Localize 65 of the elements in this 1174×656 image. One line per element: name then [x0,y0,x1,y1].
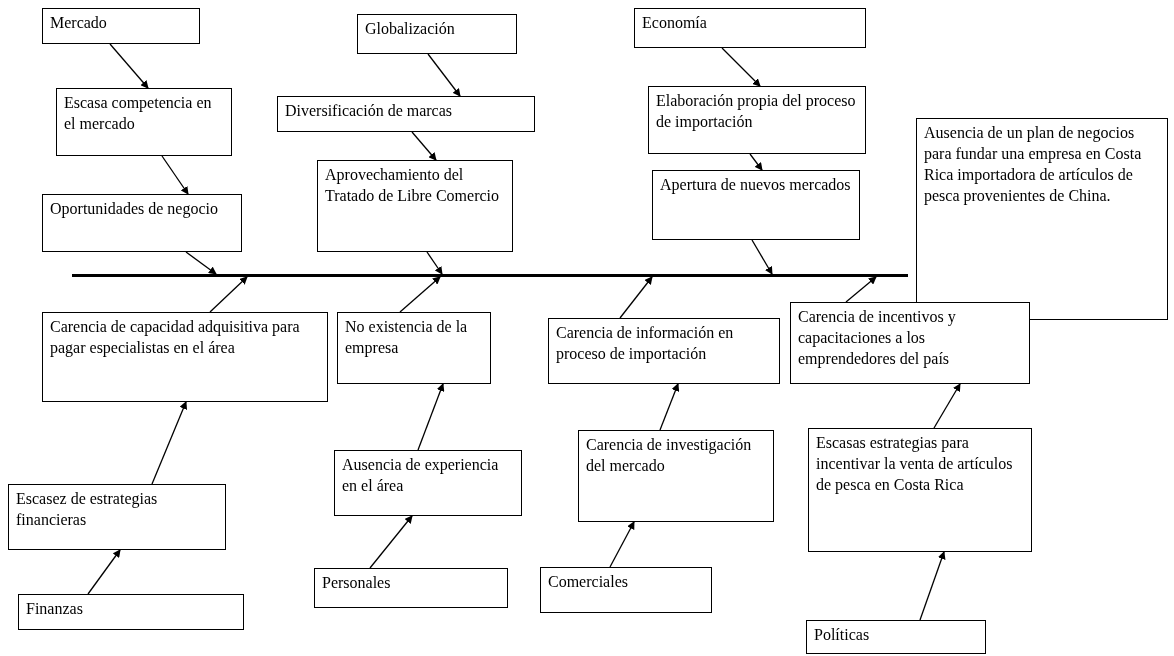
cause-box [634,8,866,48]
cause-box [578,430,774,522]
cause-box [337,312,491,384]
cause-box [42,8,200,44]
box-text: Carencia de información en proceso de importación [556,323,735,364]
cause-box [540,567,712,613]
cause-box [317,160,513,252]
arrow [919,551,946,621]
cause-box [790,302,1030,384]
box-text: Carencia de capacidad adquisitiva para pagar especialistas en el área [50,317,301,358]
box-text: Aprovechamiento del Tratado de Libre Comercio [325,165,501,206]
arrow [185,251,217,275]
box-text: Elaboración propia del proceso de importación [656,91,857,132]
box-text: Mercado [50,13,108,33]
arrow [609,521,635,568]
cause-box [56,88,232,156]
cause-box [357,14,517,54]
arrow [721,47,761,87]
cause-box [648,86,866,154]
box-text: Diversificación de marcas [285,101,454,121]
cause-box [8,484,226,550]
arrow [209,276,248,313]
box-text: Comerciales [548,572,629,592]
arrow [619,276,653,319]
box-text: Políticas [814,625,871,645]
arrow [659,383,680,431]
arrow [411,131,437,161]
box-text: Personales [322,573,392,593]
cause-box [42,194,242,252]
arrow [109,43,149,89]
box-text: Ausencia de un plan de negocios para fundar una empresa en Costa Rica importadora de artículos de pesca provenientes de China. [924,123,1143,206]
box-text: Escasas estrategias para incentivar la venta de artículos de pesca en Costa Rica [816,433,1014,495]
box-text: Globalización [365,19,456,39]
box-text: Carencia de incentivos y capacitaciones a los emprendedores del país [798,307,957,369]
box-text: Economía [642,13,708,33]
arrow [417,383,445,451]
arrow [369,515,413,569]
cause-box [42,312,328,402]
cause-box [652,170,860,240]
cause-box [808,428,1032,552]
box-text: Escasa competencia en el mercado [64,93,213,134]
arrow [749,153,763,171]
cause-box [548,318,780,384]
cause-box [18,594,244,630]
arrow [151,401,187,485]
arrow [161,155,189,195]
box-text: Apertura de nuevos mercados [660,175,852,195]
arrow [845,276,877,303]
cause-box [806,620,986,654]
arrow [399,276,441,313]
box-text: Ausencia de experiencia en el área [342,455,500,496]
arrow [427,53,461,97]
arrow [751,239,773,275]
cause-box [334,450,522,516]
spine-line [72,274,908,277]
cause-box [314,568,508,608]
box-text: No existencia de la empresa [345,317,469,358]
arrow [933,383,961,429]
arrow [426,251,443,275]
box-text: Carencia de investigación del mercado [586,435,753,476]
box-text: Oportunidades de negocio [50,199,219,219]
box-text: Finanzas [26,599,84,619]
box-text: Escasez de estrategias financieras [16,489,159,530]
cause-box [277,96,535,132]
arrow [87,549,121,595]
